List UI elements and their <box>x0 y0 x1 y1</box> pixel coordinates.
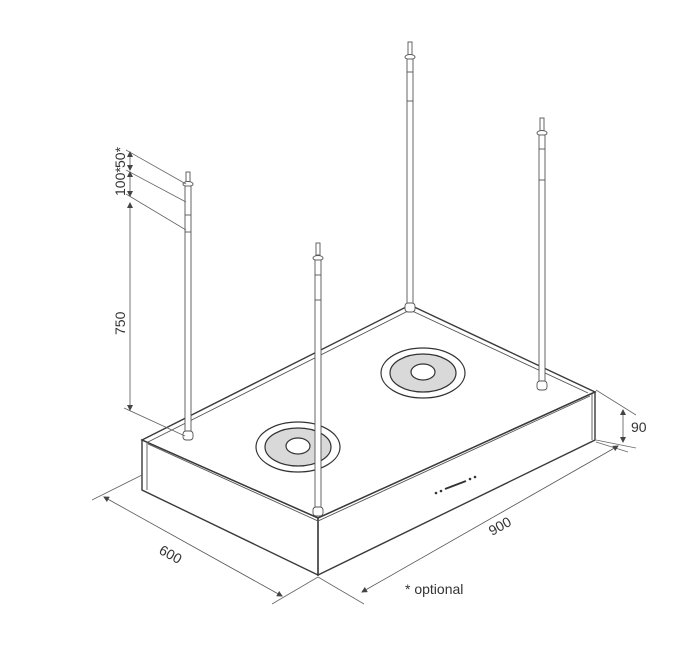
dim-50-label: 50* <box>112 146 128 168</box>
hood-front-face <box>317 390 596 577</box>
optional-note: * optional <box>405 581 463 597</box>
width-dimension: 900 <box>317 441 629 605</box>
dim-750-label: 750 <box>112 311 128 335</box>
rod-dimensions: 50* 100* 750 <box>112 146 187 437</box>
dim-90-label: 90 <box>631 419 647 435</box>
dim-600-label: 600 <box>157 542 185 567</box>
rod-front-left <box>182 171 194 441</box>
depth-dimension: 600 <box>91 474 319 605</box>
hood-body <box>140 304 597 577</box>
height-dimension: 90 <box>595 389 647 449</box>
rod-front <box>312 242 324 517</box>
filter-back-right <box>380 347 466 399</box>
filter-front-left <box>255 421 341 473</box>
front-control-strip <box>434 475 477 495</box>
rod-right <box>536 117 548 391</box>
dim-100-label: 100* <box>112 167 128 196</box>
rod-back <box>404 41 416 313</box>
dim-900-label: 900 <box>486 513 514 538</box>
hood-top-face <box>140 304 597 519</box>
